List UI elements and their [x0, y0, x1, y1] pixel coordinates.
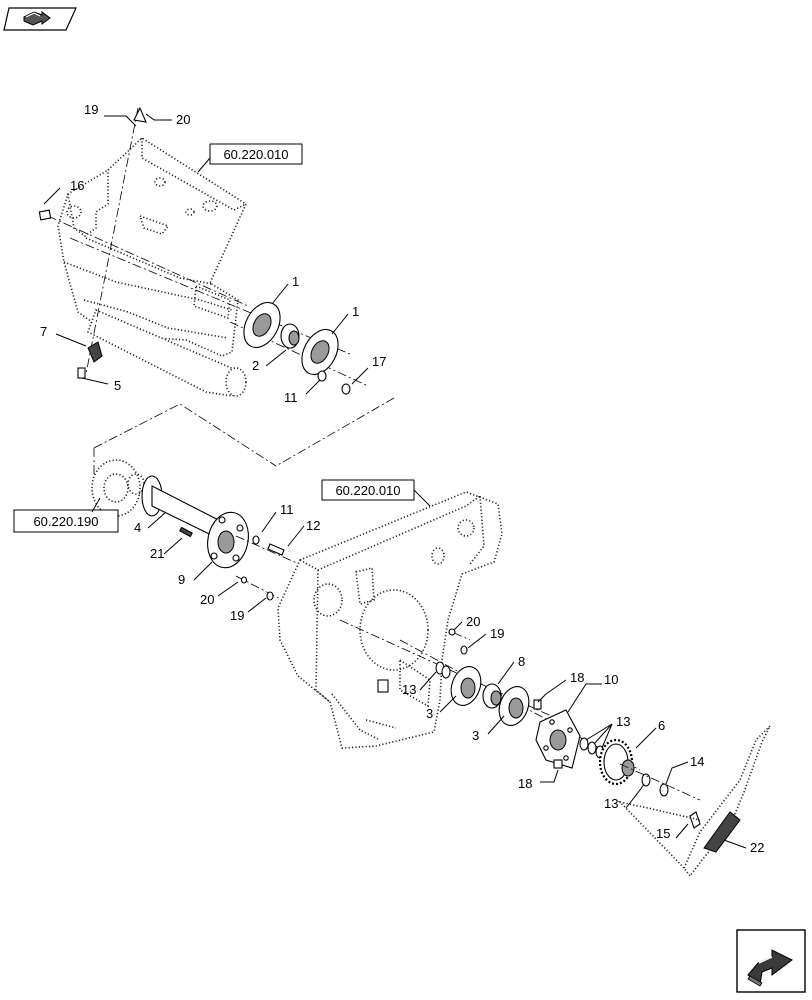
- page-next-arrow-icon: [747, 949, 793, 987]
- callout-11: 11: [284, 390, 298, 405]
- callout-3: 3: [426, 706, 433, 721]
- callout-14: 14: [690, 754, 704, 769]
- callout-18: 18: [570, 670, 584, 685]
- ref-lower-frame[interactable]: 60.220.010: [321, 479, 415, 501]
- flange-1-left: [243, 301, 281, 349]
- callout-13: 13: [616, 714, 630, 729]
- callout-17: 17: [372, 354, 386, 369]
- callout-10: 10: [604, 672, 618, 687]
- flange-3-right: [498, 686, 530, 726]
- lower-housing: [277, 491, 641, 771]
- ref-drive-gear[interactable]: 60.220.190: [13, 509, 119, 533]
- callout-20: 20: [200, 592, 214, 607]
- callout-22: 22: [750, 840, 764, 855]
- callout-7: 7: [40, 324, 47, 339]
- callout-19: 19: [490, 626, 504, 641]
- callout-19: 19: [230, 608, 244, 623]
- callout-4: 4: [134, 520, 141, 535]
- bolt-16: [38, 209, 52, 221]
- callout-21: 21: [150, 546, 164, 561]
- callout-1: 1: [292, 274, 299, 289]
- callout-13: 13: [604, 796, 618, 811]
- svg-text:60.220.010: 60.220.010: [335, 483, 400, 498]
- flange-3-left: [450, 666, 482, 706]
- callout-19: 19: [84, 102, 98, 117]
- callout-5: 5: [114, 378, 121, 393]
- svg-text:60.220.190: 60.220.190: [33, 514, 98, 529]
- plate-10: [535, 709, 581, 769]
- page-prev-arrow-icon: [23, 11, 51, 26]
- bearing-8: [482, 683, 502, 709]
- ref-upper-frame[interactable]: 60.220.010: [209, 143, 303, 165]
- right-side-parts: [435, 628, 771, 878]
- bolt-5: [77, 367, 86, 379]
- callout-labels: 19 20 16 1 1 7 5 2 17 11 4 21 9 11 12 20…: [40, 102, 764, 855]
- svg-text:60.220.010: 60.220.010: [223, 147, 288, 162]
- pin-19-20: [133, 106, 147, 123]
- callout-12: 12: [306, 518, 320, 533]
- callout-1: 1: [352, 304, 359, 319]
- callout-18: 18: [518, 776, 532, 791]
- callout-3: 3: [472, 728, 479, 743]
- callout-16: 16: [70, 178, 84, 193]
- callout-13: 13: [402, 682, 416, 697]
- callout-20: 20: [176, 112, 190, 127]
- callout-6: 6: [658, 718, 665, 733]
- bearing-2: [280, 323, 300, 349]
- next-page-button[interactable]: [736, 929, 806, 993]
- callout-9: 9: [178, 572, 185, 587]
- callout-11: 11: [280, 502, 294, 517]
- callout-2: 2: [252, 358, 259, 373]
- hub-9: [207, 511, 249, 569]
- bushing-7: [87, 341, 103, 363]
- callout-8: 8: [518, 654, 525, 669]
- sprocket-6: [598, 738, 635, 786]
- flange-1-right: [301, 328, 339, 376]
- prev-page-button[interactable]: [3, 7, 77, 31]
- upper-assembly: [38, 106, 395, 467]
- chain-22: [617, 725, 771, 878]
- callout-15: 15: [656, 826, 670, 841]
- callout-20: 20: [466, 614, 480, 629]
